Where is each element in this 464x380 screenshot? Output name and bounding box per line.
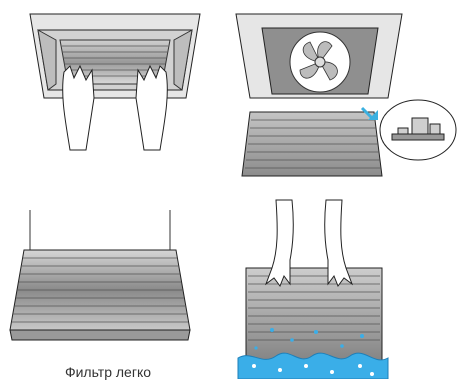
- panel-hands-opening-grille: [0, 0, 232, 190]
- panel-filter-unit: [0, 190, 232, 379]
- panel-grille-removed-fan: [232, 0, 464, 190]
- caption-text: Фильтр легко: [28, 364, 188, 380]
- panel-hands-washing-filter: [232, 190, 464, 379]
